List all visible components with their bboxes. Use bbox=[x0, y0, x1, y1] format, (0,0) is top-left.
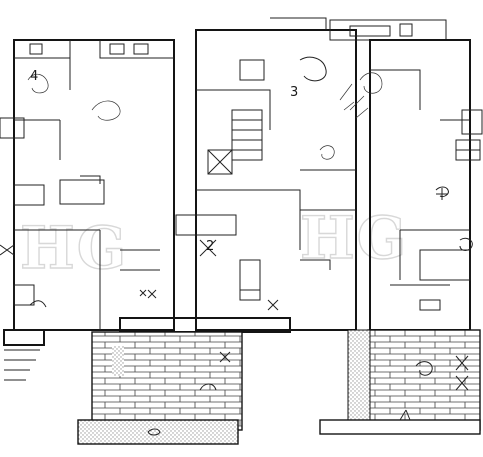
right-upper-rooms bbox=[370, 69, 483, 135]
terraces bbox=[77, 329, 481, 445]
right-bottom-partitions bbox=[390, 284, 450, 311]
right-planter bbox=[347, 329, 371, 431]
center-door bbox=[175, 214, 237, 257]
center-stair-cross bbox=[207, 149, 233, 175]
right-window bbox=[455, 139, 481, 161]
watermark-logo-right: HG bbox=[300, 204, 408, 272]
right-bottom-step bbox=[319, 419, 481, 435]
right-scribbles bbox=[349, 72, 383, 119]
right-step-mark bbox=[399, 409, 411, 421]
center-wing: 3 2 bbox=[119, 17, 447, 333]
left-scribbles bbox=[27, 73, 121, 121]
left-step-lines bbox=[4, 349, 40, 381]
center-lawn bbox=[77, 419, 239, 445]
left-door-cross bbox=[0, 244, 15, 256]
left-bottom-marks bbox=[13, 284, 157, 308]
left-lower-partitions bbox=[14, 229, 160, 330]
center-lower-fixtures bbox=[239, 259, 331, 301]
mark-4: 4 bbox=[30, 69, 38, 84]
right-fixture bbox=[459, 237, 473, 251]
right-terrace-marks bbox=[415, 355, 469, 391]
left-wing: 4 bbox=[0, 39, 175, 381]
right-terrace bbox=[367, 329, 481, 431]
left-fixtures bbox=[13, 175, 105, 206]
center-mid-partitions bbox=[196, 169, 356, 250]
right-outlet bbox=[435, 186, 449, 200]
watermark-logo: HG bbox=[20, 214, 128, 282]
center-upper-room bbox=[196, 56, 327, 130]
center-terrace-marks bbox=[147, 351, 231, 436]
right-wing bbox=[349, 39, 483, 331]
left-top-room bbox=[14, 40, 174, 90]
center-stair bbox=[231, 109, 263, 161]
top-extension-fixtures bbox=[349, 23, 413, 37]
mark-3: 3 bbox=[290, 85, 298, 100]
right-lower-rooms bbox=[399, 229, 471, 281]
left-step bbox=[3, 329, 45, 346]
center-small-marks bbox=[139, 289, 279, 311]
left-top-furniture bbox=[29, 43, 149, 55]
left-mid-room bbox=[0, 117, 61, 160]
center-landing bbox=[119, 317, 291, 333]
center-wing-outline bbox=[195, 29, 357, 331]
mark-2: 2 bbox=[206, 239, 214, 254]
center-planter bbox=[112, 346, 124, 376]
center-scribbles bbox=[319, 83, 355, 160]
